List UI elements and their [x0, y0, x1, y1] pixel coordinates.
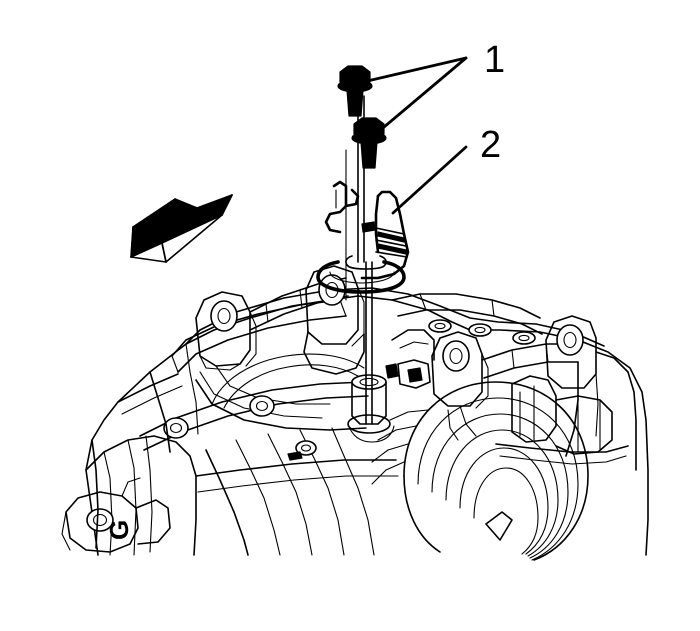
callout-1-leaders — [361, 56, 468, 135]
callout-label-2: 2 — [480, 124, 501, 166]
transmission-housing — [61, 265, 649, 561]
housing-cast-mark: G — [104, 520, 134, 540]
bolt-lower — [351, 117, 387, 169]
callout-label-1: 1 — [484, 39, 505, 81]
bell-housing — [403, 381, 589, 561]
dipstick-tube-boss — [347, 374, 395, 443]
bolt-upper — [337, 65, 373, 117]
svg-text:G: G — [104, 520, 134, 540]
callout-2-leaders — [391, 145, 468, 215]
removal-direction-arrow — [130, 194, 233, 263]
dipstick-bracket — [316, 180, 410, 294]
